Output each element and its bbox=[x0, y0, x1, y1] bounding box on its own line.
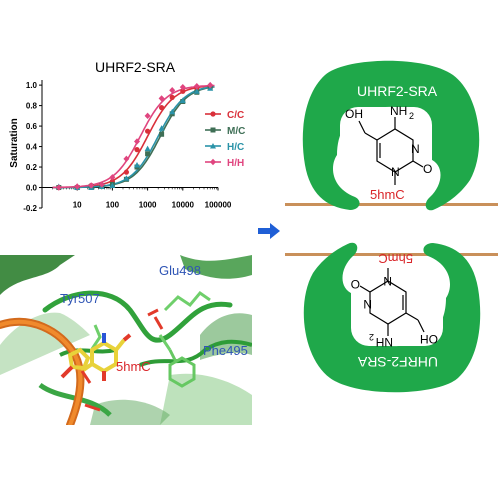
nh2-subscript: 2 bbox=[409, 111, 414, 121]
nh2-atom: NH bbox=[390, 104, 407, 118]
data-point bbox=[159, 131, 165, 137]
x-tick-label: 1000 bbox=[139, 201, 157, 210]
glu498-label: Glu498 bbox=[159, 263, 201, 278]
top-protein-blob bbox=[302, 60, 480, 211]
data-point bbox=[179, 97, 186, 103]
crystal-structure-view: Glu498 Tyr507 Phe495 5hmC bbox=[0, 255, 252, 425]
data-point bbox=[88, 182, 95, 189]
n1-atom: N bbox=[391, 165, 400, 179]
y-axis-label: Saturation bbox=[9, 118, 20, 167]
top-dna-strand bbox=[285, 203, 498, 206]
data-point bbox=[193, 82, 200, 90]
data-point bbox=[158, 125, 165, 131]
o2-atom: O bbox=[423, 162, 432, 176]
data-point bbox=[134, 147, 140, 153]
x-tick-label: 10 bbox=[73, 201, 82, 210]
data-point bbox=[109, 182, 116, 188]
oh-atom: OH bbox=[345, 107, 363, 121]
bottom-protein-label: UHRF2-SRA bbox=[357, 354, 438, 370]
legend-marker bbox=[210, 127, 216, 133]
curve-m-c bbox=[52, 86, 215, 189]
data-point bbox=[193, 88, 200, 94]
legend-marker bbox=[210, 111, 216, 117]
chart-legend: C/C M/C H/C H/H bbox=[205, 110, 245, 169]
right-arrow-icon bbox=[258, 223, 280, 239]
o2-atom-bottom: O bbox=[351, 277, 360, 291]
top-protein-label: UHRF2-SRA bbox=[357, 83, 438, 99]
data-point bbox=[169, 87, 176, 94]
bottom-protein-blob bbox=[303, 242, 481, 393]
chart-axes: -0.2 0.0 0.2 0.4 0.6 0.8 1.0 10 100 1000 10000 1000… bbox=[23, 80, 232, 213]
x-tick-label: 10000 bbox=[172, 201, 195, 210]
data-point bbox=[123, 175, 130, 181]
curve-h-c bbox=[52, 85, 215, 189]
y-tick-label: 1.0 bbox=[26, 81, 38, 90]
legend-marker bbox=[210, 143, 216, 149]
y-tick-label: -0.2 bbox=[23, 204, 37, 213]
curve-h-h bbox=[52, 84, 215, 189]
flipping-mechanism-cartoon: OH NH 2 N N O OH NH 2 N N O 5hmC UHRF2-S… bbox=[285, 60, 498, 393]
curve-c-c bbox=[52, 85, 215, 189]
legend-label: H/H bbox=[227, 158, 244, 169]
top-5hmc-label: 5hmC bbox=[370, 187, 405, 202]
nh2-subscript-bottom: 2 bbox=[369, 332, 374, 342]
data-point bbox=[145, 151, 151, 157]
y-tick-label: 0.0 bbox=[26, 184, 38, 193]
chart-markers bbox=[55, 81, 214, 191]
legend-label: C/C bbox=[227, 110, 244, 121]
legend-marker bbox=[210, 158, 216, 166]
data-point bbox=[159, 105, 165, 111]
data-point bbox=[169, 94, 175, 101]
chart-curves bbox=[52, 84, 215, 189]
data-point bbox=[134, 161, 141, 168]
bottom-dna-strand bbox=[285, 253, 498, 256]
data-point bbox=[207, 81, 214, 89]
x-tick-label: 100000 bbox=[205, 201, 232, 210]
legend-label: M/C bbox=[227, 126, 245, 137]
data-point bbox=[123, 155, 130, 163]
tyr507-label: Tyr507 bbox=[60, 291, 100, 306]
y-tick-label: 0.4 bbox=[26, 143, 38, 152]
data-point bbox=[144, 145, 151, 152]
nh2-atom-bottom: NH bbox=[376, 335, 393, 349]
data-point bbox=[74, 183, 81, 190]
data-point bbox=[158, 95, 165, 102]
n3-atom-bottom: N bbox=[363, 297, 372, 311]
n1-atom-bottom: N bbox=[383, 274, 392, 288]
top-5hmc-molecule: OH NH 2 N N O bbox=[340, 104, 432, 185]
data-point bbox=[144, 112, 151, 120]
data-point bbox=[123, 169, 130, 175]
data-point bbox=[55, 184, 62, 191]
5hmc-structure-label: 5hmC bbox=[116, 359, 151, 374]
data-point bbox=[145, 128, 151, 134]
data-point bbox=[134, 138, 141, 145]
y-tick-label: 0.2 bbox=[26, 163, 38, 172]
data-point bbox=[98, 181, 105, 188]
data-point bbox=[109, 174, 116, 181]
data-point bbox=[180, 88, 186, 94]
x-tick-label: 100 bbox=[106, 201, 120, 210]
data-point bbox=[169, 108, 176, 115]
data-point bbox=[179, 83, 186, 91]
binding-curve-chart: UHRF2-SRA Saturation -0.2 0.0 0.2 0.4 0.6 0.8… bbox=[9, 59, 245, 213]
legend-label: H/C bbox=[227, 142, 244, 153]
y-tick-label: 0.6 bbox=[26, 122, 38, 131]
y-tick-label: 0.8 bbox=[26, 102, 38, 111]
n3-atom: N bbox=[411, 142, 420, 156]
oh-atom-bottom: OH bbox=[420, 332, 438, 346]
bottom-5hmc-molecule: OH NH 2 N N O 5hmC UHRF2-SRA bbox=[351, 251, 443, 370]
chart-title: UHRF2-SRA bbox=[95, 59, 176, 75]
bottom-5hmc-label: 5hmC bbox=[378, 251, 413, 266]
phe495-label: Phe495 bbox=[203, 343, 248, 358]
